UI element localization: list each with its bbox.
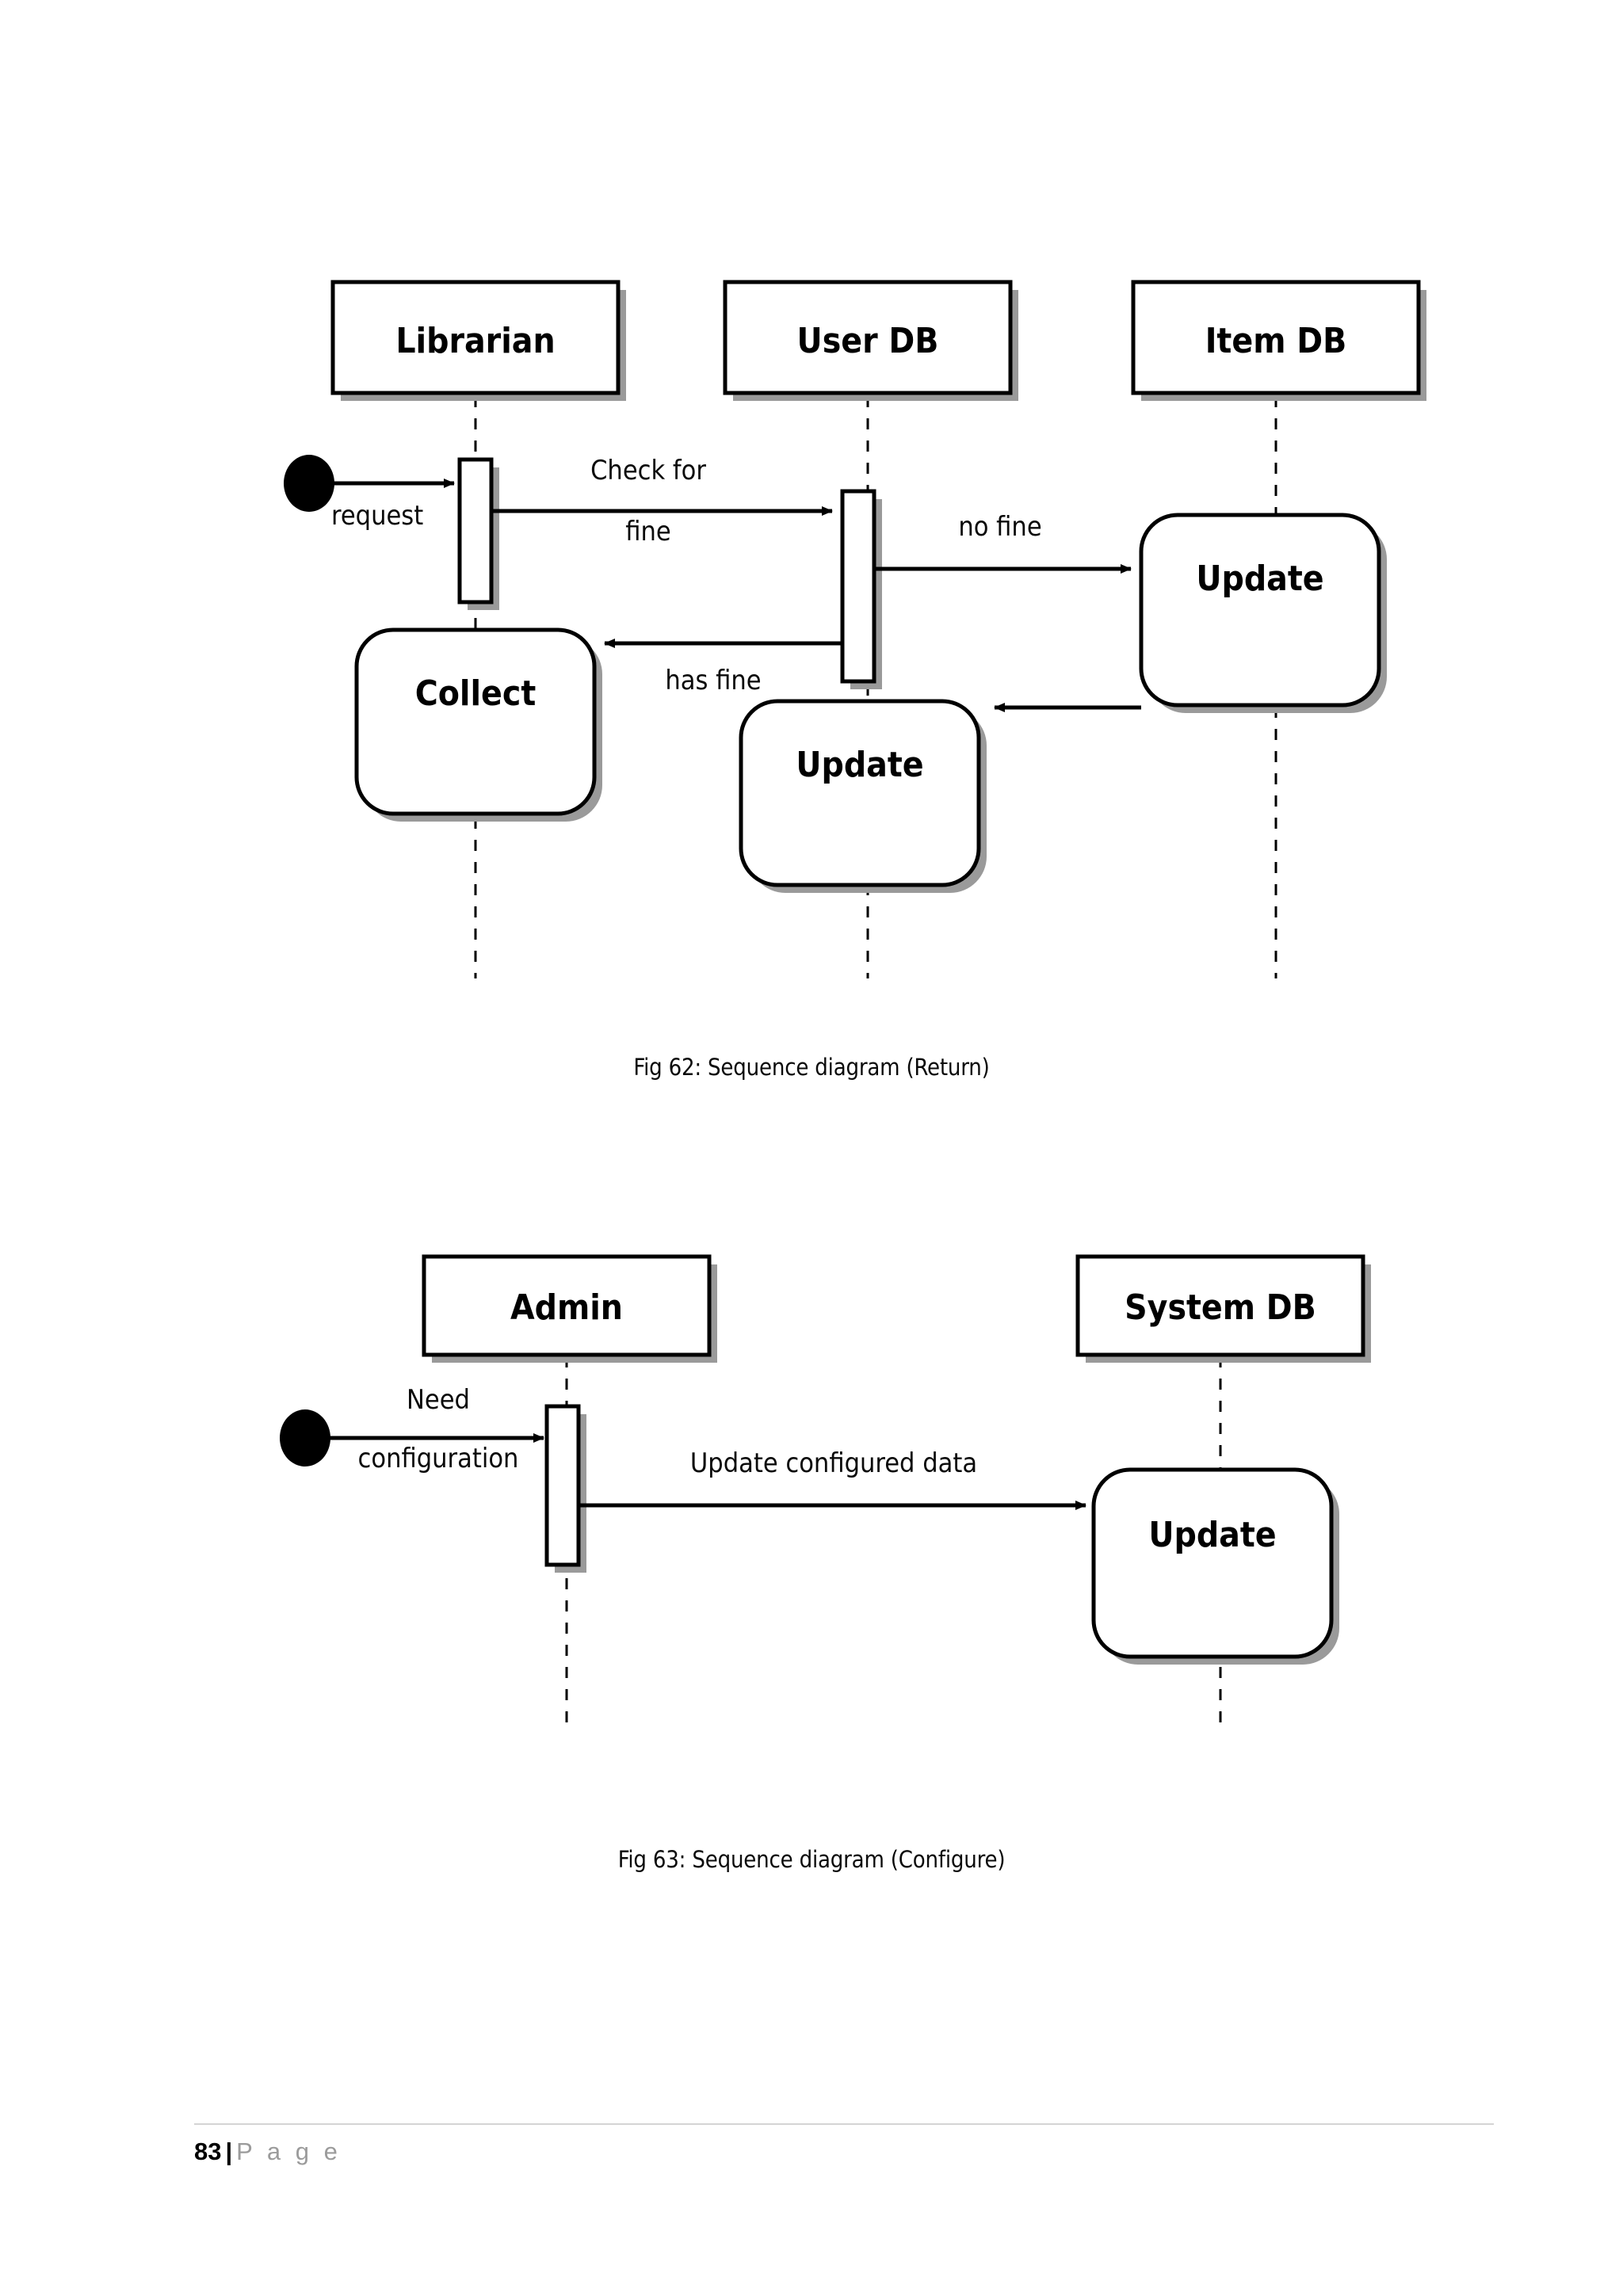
activity-box-user-db-update[interactable] xyxy=(739,699,981,887)
activity-box-librarian-collect[interactable] xyxy=(354,627,597,816)
message-label-check-for-fine-line2: fine xyxy=(625,516,671,547)
message-label-has-fine: has fine xyxy=(665,665,761,696)
lifeline-label-admin: Admin xyxy=(510,1287,623,1328)
footer-separator: | xyxy=(225,2138,233,2165)
activity-label-system-db-update: Update xyxy=(1148,1515,1276,1555)
lifeline-box-librarian[interactable] xyxy=(330,280,621,395)
lifeline-box-user-db[interactable] xyxy=(723,280,1013,395)
start-node-icon xyxy=(284,455,334,512)
message-label-need-configuration-line1: Need xyxy=(407,1384,470,1416)
message-label-check-for-fine-line1: Check for xyxy=(590,455,706,486)
start-node-icon-2 xyxy=(280,1409,330,1466)
activation-bar-admin[interactable] xyxy=(544,1404,581,1567)
activity-box-system-db-update[interactable] xyxy=(1091,1467,1334,1659)
lifeline-label-librarian: Librarian xyxy=(395,321,555,361)
activation-bar-librarian[interactable] xyxy=(457,457,494,605)
activity-label-user-db-update: Update xyxy=(796,745,923,785)
activation-bar-user-db[interactable] xyxy=(840,489,876,684)
footer-page-indicator: 83|P a g e xyxy=(194,2138,342,2166)
lifeline-box-system-db[interactable] xyxy=(1075,1254,1365,1357)
message-label-no-fine: no fine xyxy=(958,511,1041,543)
lifeline-box-item-db[interactable] xyxy=(1131,280,1421,395)
figure-caption-62: Fig 62: Sequence diagram (Return) xyxy=(633,1054,990,1081)
footer-page-number: 83 xyxy=(194,2138,222,2165)
lifeline-label-user-db: User DB xyxy=(797,321,939,361)
activity-label-librarian-collect: Collect xyxy=(415,673,537,714)
figure-caption-63: Fig 63: Sequence diagram (Configure) xyxy=(617,1846,1006,1873)
lifeline-box-admin[interactable] xyxy=(422,1254,712,1357)
lifeline-label-system-db: System DB xyxy=(1125,1287,1316,1328)
lifeline-label-item-db: Item DB xyxy=(1205,321,1347,361)
footer-page-label: P a g e xyxy=(236,2138,342,2165)
message-label-request: request xyxy=(331,500,423,532)
footer-divider xyxy=(194,2123,1494,2125)
activity-label-item-db-update: Update xyxy=(1196,559,1323,599)
message-label-need-configuration-line2: configuration xyxy=(358,1443,519,1474)
message-label-update-configured-data: Update configured data xyxy=(690,1447,977,1479)
activity-box-item-db-update[interactable] xyxy=(1139,513,1381,707)
